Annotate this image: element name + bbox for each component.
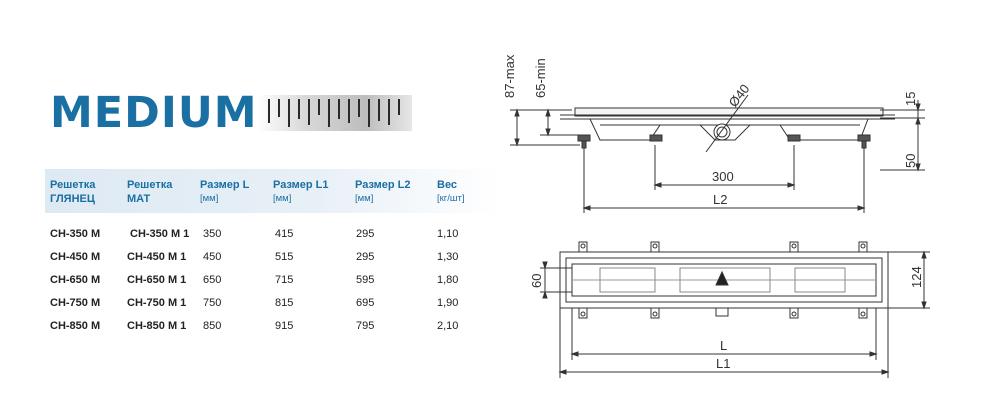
- dim-65min: 65-min: [533, 58, 548, 98]
- dim-87max: 87-max: [502, 54, 517, 98]
- cell-weight: 2,10: [437, 320, 459, 332]
- dim-diameter-40: Ø40: [726, 81, 753, 110]
- dim-l2: L2: [713, 192, 727, 207]
- cell-l1: 415: [275, 228, 294, 240]
- dim-15: 15: [903, 92, 918, 106]
- dim-300: 300: [712, 169, 734, 184]
- cell-matte: CH-350 M 1: [130, 228, 190, 240]
- cell-l2: 795: [356, 320, 375, 332]
- cell-weight: 1,80: [437, 274, 459, 286]
- technical-drawing: 87-max 65-min Ø40 15 50 300 L2 60 124 L …: [502, 54, 930, 378]
- cell-gloss: CH-450 M: [50, 251, 101, 263]
- table-header-bar: [45, 169, 500, 213]
- cell-weight: 1,90: [437, 297, 459, 309]
- cell-l1: 815: [275, 297, 294, 309]
- cell-matte: CH-850 M 1: [127, 320, 187, 332]
- header-weight: Вес[кг/шт]: [437, 179, 465, 204]
- side-view: [510, 94, 925, 213]
- cell-gloss: CH-750 M: [50, 297, 101, 309]
- cell-weight: 1,30: [437, 251, 459, 263]
- dim-l1: L1: [716, 356, 730, 371]
- cell-l2: 295: [356, 251, 375, 263]
- dim-50: 50: [903, 154, 918, 168]
- dim-l: L: [720, 338, 727, 353]
- cell-gloss: CH-350 M: [50, 228, 101, 240]
- cell-l2: 695: [356, 297, 375, 309]
- cell-matte: CH-650 M 1: [127, 274, 187, 286]
- cell-l1: 515: [275, 251, 294, 263]
- grille-image: [258, 95, 412, 131]
- header-size-l1: Размер L1[мм]: [273, 179, 329, 204]
- cell-l2: 295: [356, 228, 375, 240]
- header-size-l2: Размер L2[мм]: [355, 179, 411, 204]
- cell-matte: CH-750 M 1: [127, 297, 187, 309]
- product-title: MEDIUM: [50, 88, 258, 138]
- header-size-l: Размер L[мм]: [200, 179, 250, 204]
- cell-matte: CH-450 M 1: [127, 251, 187, 263]
- cell-l: 650: [203, 274, 222, 286]
- cell-l1: 715: [275, 274, 294, 286]
- cell-weight: 1,10: [437, 228, 459, 240]
- cell-gloss: CH-850 M: [50, 320, 101, 332]
- cell-l: 350: [203, 228, 222, 240]
- cell-l1: 915: [275, 320, 294, 332]
- dim-60: 60: [529, 274, 544, 288]
- cell-l: 850: [203, 320, 222, 332]
- cell-l: 450: [203, 251, 222, 263]
- cell-l2: 595: [356, 274, 375, 286]
- cell-gloss: CH-650 M: [50, 274, 101, 286]
- cell-l: 750: [203, 297, 222, 309]
- dim-124: 124: [909, 266, 924, 288]
- top-view: [540, 241, 930, 378]
